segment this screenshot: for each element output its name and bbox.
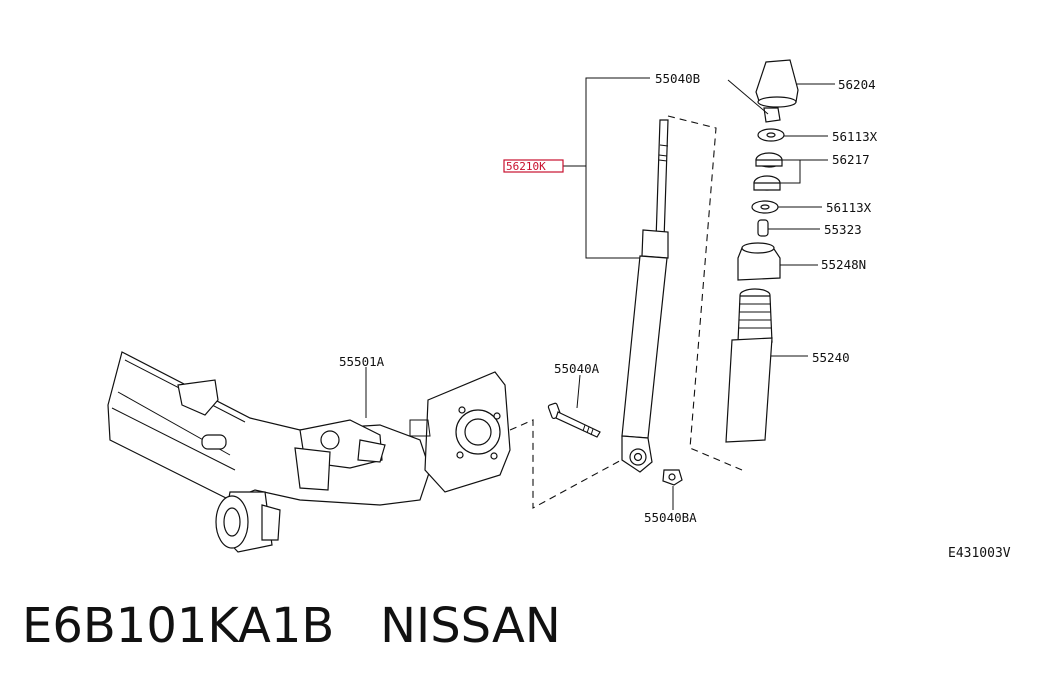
lower-bolt: [547, 402, 601, 438]
figure-code: E431003V: [948, 546, 1011, 561]
label-56113X-top: 56113X: [832, 129, 878, 144]
label-56210K-highlighted: 56210K: [506, 160, 546, 173]
label-56204: 56204: [838, 77, 876, 92]
label-55248N: 55248N: [821, 257, 866, 272]
rear-axle-beam: [107, 351, 511, 553]
top-mount-stack: [725, 59, 799, 443]
shock-absorber: [621, 119, 669, 473]
label-55040B: 55040B: [655, 71, 700, 86]
mount-guide-dashed: [509, 419, 626, 509]
caption-brand: NISSAN: [380, 598, 561, 654]
label-55040A: 55040A: [554, 361, 600, 376]
label-55240: 55240: [812, 350, 850, 365]
label-55040BA: 55040BA: [644, 510, 697, 525]
highlight-box: [503, 159, 564, 173]
assembly-guide-dashed: [667, 115, 743, 471]
lower-nut: [662, 469, 683, 486]
label-55501A: 55501A: [339, 354, 385, 369]
caption-part-number: E6B101KA1B: [22, 598, 335, 654]
label-55323: 55323: [824, 222, 862, 237]
caption: E6B101KA1B NISSAN: [22, 596, 561, 656]
label-56113X-bottom: 56113X: [826, 200, 872, 215]
label-56217: 56217: [832, 152, 870, 167]
leader-lines: [365, 77, 835, 510]
